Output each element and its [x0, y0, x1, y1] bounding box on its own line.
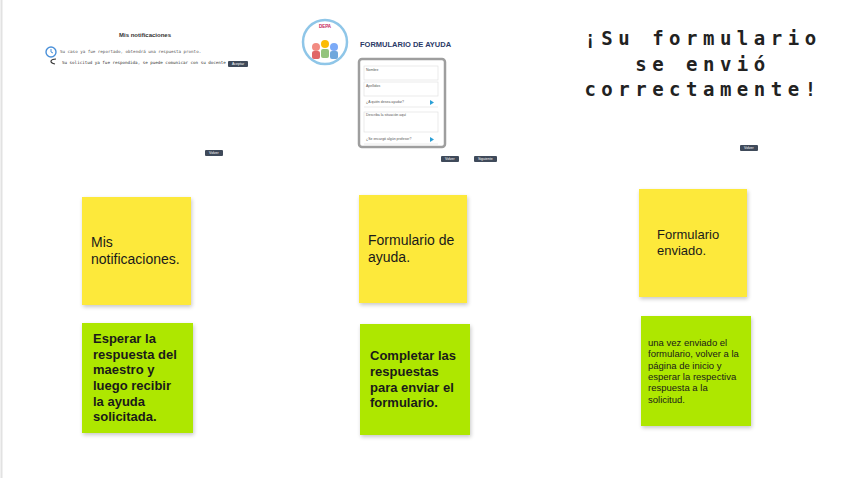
note-text: una vez enviado el formulario, volver a … — [648, 337, 744, 405]
sticky-note: Formulario de ayuda. — [359, 195, 467, 303]
field-label: Nombre — [366, 68, 426, 72]
sticky-note: Mis notificaciones. — [82, 197, 191, 305]
field-label: ¿Se encargó algún profesor? — [366, 137, 428, 141]
screen-title: FORMULARIO DE AYUDA — [360, 40, 455, 49]
button: Aceptar — [228, 61, 248, 67]
notification-text: Su caso ya fue reportado, obtendrá una r… — [60, 49, 250, 54]
note-text: Mis notificaciones. — [91, 234, 182, 268]
button: Volver — [441, 156, 459, 162]
button: Siguiente — [474, 156, 497, 162]
page-border — [1, 0, 3, 478]
clock-icon — [46, 47, 56, 64]
logo-illustration — [303, 20, 347, 64]
field-label: ¿A quién desea ayudar? — [366, 100, 428, 104]
note-text: Completar las respuestas para enviar el … — [370, 348, 460, 410]
field-label: Apellidos — [366, 84, 426, 88]
note-text: Esperar la respuesta del maestro y luego… — [93, 331, 182, 425]
sticky-note: Esperar la respuesta del maestro y luego… — [82, 323, 193, 433]
note-text: Formulario enviado. — [657, 227, 729, 258]
sticky-note: Completar las respuestas para enviar el … — [360, 324, 470, 435]
form-panel — [359, 59, 445, 147]
button: Volver — [205, 150, 223, 156]
button: Volver — [740, 145, 758, 151]
screen-title: Mis notificaciones — [100, 32, 190, 39]
sticky-note: Formulario enviado. — [639, 189, 747, 297]
note-text: Formulario de ayuda. — [368, 232, 458, 266]
sticky-note: una vez enviado el formulario, volver a … — [641, 316, 751, 426]
confirmation-message: ¡Su formulario se envió correctamente! — [572, 26, 834, 103]
notification-text: Su solicitud ya fue respondida, se puede… — [62, 60, 227, 65]
logo-text: DEPA — [310, 24, 340, 29]
field-label: Describa la situación aquí — [366, 113, 436, 117]
